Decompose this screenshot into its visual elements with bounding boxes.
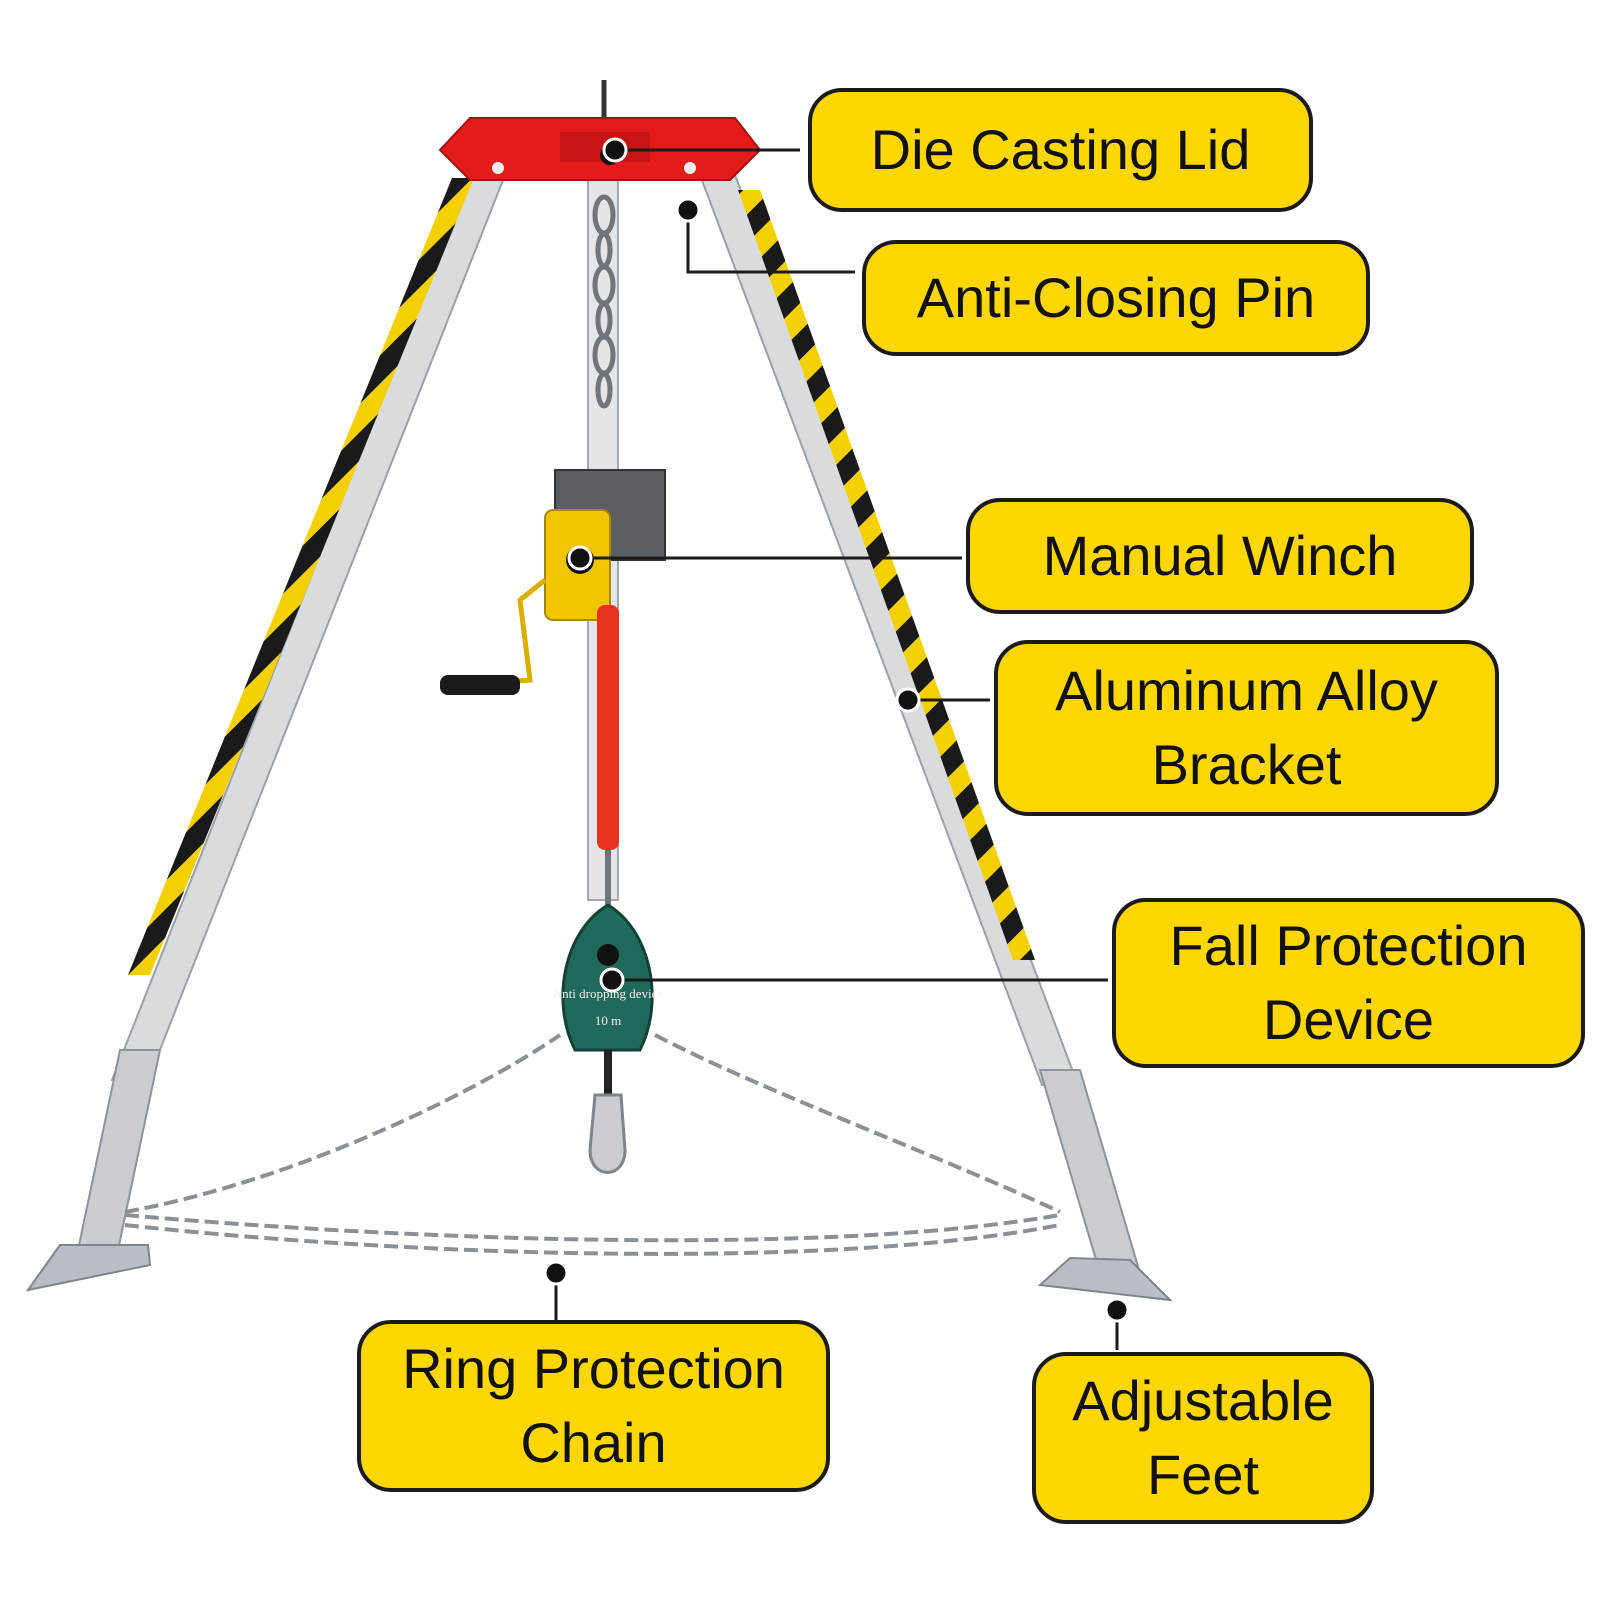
ring-protection-chain — [124, 1033, 1061, 1256]
callout-adjustable-feet-line1: Adjustable — [1072, 1369, 1334, 1432]
callout-ring-protection-chain: Ring Protection Chain — [357, 1320, 830, 1492]
callout-manual-winch-line1: Manual Winch — [1042, 524, 1398, 587]
callout-anti-closing-pin-line1: Anti-Closing Pin — [916, 266, 1316, 329]
callout-die-casting-lid: Die Casting Lid — [808, 88, 1313, 212]
right-leg — [698, 174, 1173, 1302]
fall-protection-device-body: Anti dropping device 10 m — [553, 903, 664, 1174]
red-strap — [597, 605, 619, 905]
callout-aluminum-alloy-bracket-line1: Aluminum Alloy — [1055, 659, 1438, 722]
die-casting-lid — [438, 80, 762, 181]
device-label-line1: Anti dropping device — [553, 986, 664, 1001]
device-label-line2: 10 m — [595, 1013, 621, 1028]
left-leg — [25, 174, 507, 1292]
callout-adjustable-feet: Adjustable Feet — [1032, 1352, 1374, 1524]
callout-manual-winch: Manual Winch — [966, 498, 1474, 614]
hanging-chain — [592, 194, 616, 409]
callout-aluminum-alloy-bracket-line2: Bracket — [1151, 733, 1342, 796]
callout-adjustable-feet-line2: Feet — [1146, 1443, 1260, 1506]
callout-aluminum-alloy-bracket: Aluminum Alloy Bracket — [994, 640, 1499, 816]
callout-ring-protection-chain-line2: Chain — [520, 1411, 667, 1474]
leader-dots — [543, 137, 1130, 1323]
manual-winch — [440, 469, 666, 695]
callout-anti-closing-pin: Anti-Closing Pin — [862, 240, 1370, 356]
callout-fall-protection-device-line1: Fall Protection — [1169, 914, 1528, 977]
callout-die-casting-lid-line1: Die Casting Lid — [870, 118, 1251, 181]
callout-fall-protection-device: Fall Protection Device — [1112, 898, 1585, 1068]
callout-ring-protection-chain-line1: Ring Protection — [402, 1337, 785, 1400]
callout-fall-protection-device-line2: Device — [1262, 988, 1435, 1051]
